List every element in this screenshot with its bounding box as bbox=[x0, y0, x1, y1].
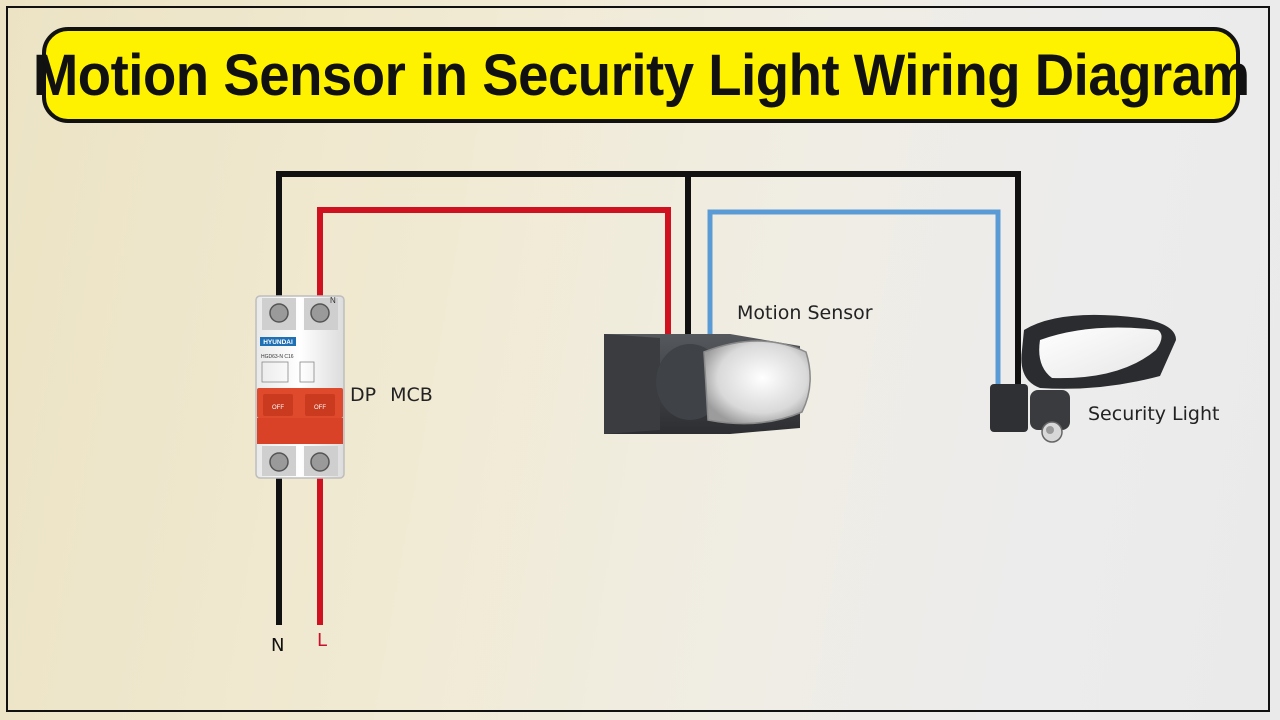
mcb-handle-1 bbox=[263, 394, 293, 416]
neutral-wire-top bbox=[276, 171, 1021, 386]
switched-wire bbox=[707, 209, 1001, 388]
mcb-handle-label-2: OFF bbox=[314, 405, 326, 411]
switched-live-wire bbox=[707, 209, 1001, 388]
mcb-bottom-terminal-2 bbox=[310, 452, 330, 472]
dp-mcb: HYUNDAI HGD63-N C16 N OFF OFF bbox=[255, 295, 345, 479]
live-wire bbox=[317, 207, 671, 625]
mcb-label: DP MCB bbox=[350, 384, 433, 406]
mcb-handle-2 bbox=[305, 394, 335, 416]
security-light-label: Security Light bbox=[1088, 403, 1220, 425]
mcb-handle-label-1: OFF bbox=[272, 405, 284, 411]
motion-sensor-label: Motion Sensor bbox=[737, 302, 873, 324]
mcb-bottom-terminal-1 bbox=[269, 452, 289, 472]
sensor-lens bbox=[703, 340, 811, 425]
mcb-model: HGD63-N C16 bbox=[261, 354, 294, 360]
diagram-title: Motion Sensor in Security Light Wiring D… bbox=[32, 42, 1250, 108]
light-bracket bbox=[990, 384, 1028, 432]
mcb-brand: HYUNDAI bbox=[263, 339, 293, 346]
title-banner: Motion Sensor in Security Light Wiring D… bbox=[33, 27, 1250, 123]
neutral-terminal-label: N bbox=[271, 635, 285, 656]
neutral-wire bbox=[276, 171, 1021, 625]
light-panel bbox=[1039, 327, 1162, 379]
security-light bbox=[990, 314, 1176, 443]
mcb-terminal-mark: N bbox=[330, 296, 336, 305]
mcb-top-terminal-2 bbox=[310, 303, 330, 323]
live-wire-to-sensor bbox=[317, 207, 671, 338]
mcb-top-terminal-1 bbox=[269, 303, 289, 323]
live-terminal-label: L bbox=[317, 630, 328, 651]
motion-sensor bbox=[604, 334, 811, 434]
